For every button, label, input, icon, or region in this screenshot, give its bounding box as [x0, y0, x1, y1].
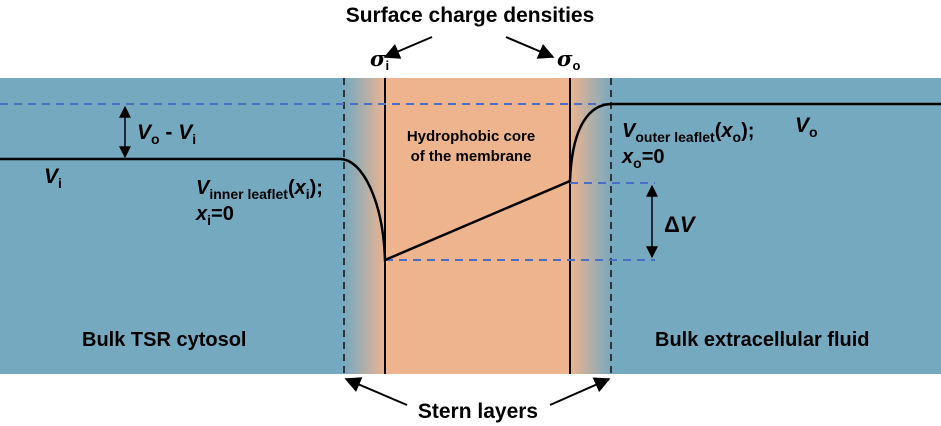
stern-layer-left: [344, 78, 386, 374]
stern-layer-right: [570, 78, 612, 374]
extracellular-label: Bulk extracellular fluid: [655, 329, 870, 351]
cytosol-label: Bulk TSR cytosol: [82, 329, 246, 351]
sigma-outer-label: σo: [557, 46, 580, 73]
v-inner-leaflet-label: Vinner leaflet(xi);: [196, 177, 323, 202]
diagram-title: Surface charge densities: [346, 4, 595, 27]
vo-minus-vi-label: Vo - Vi: [137, 121, 196, 147]
xi-zero-label: xi=0: [195, 203, 234, 228]
v-outer-leaflet-label: Vouter leaflet(xo);: [622, 120, 754, 145]
vo-label: Vo: [795, 114, 818, 140]
delta-v-label: ΔV: [664, 212, 697, 237]
core-label-line1: Hydrophobic core: [407, 128, 535, 145]
stern-right-pointer-arrow: [549, 377, 611, 406]
sigma-outer-pointer-arrow: [505, 36, 555, 59]
xo-zero-label: xo=0: [621, 146, 665, 171]
vi-label: Vi: [44, 165, 62, 191]
extracellular-region: [611, 78, 941, 374]
sigma-inner-label: σi: [370, 46, 389, 73]
stern-left-pointer-arrow: [344, 377, 408, 406]
core-label-line2: of the membrane: [411, 148, 532, 165]
stern-layers-label: Stern layers: [418, 400, 538, 423]
cytosol-region: [0, 78, 348, 374]
hydrophobic-core-region: [385, 78, 571, 374]
sigma-inner-pointer-arrow: [383, 36, 433, 59]
potential-profile-curve: [0, 102, 941, 262]
